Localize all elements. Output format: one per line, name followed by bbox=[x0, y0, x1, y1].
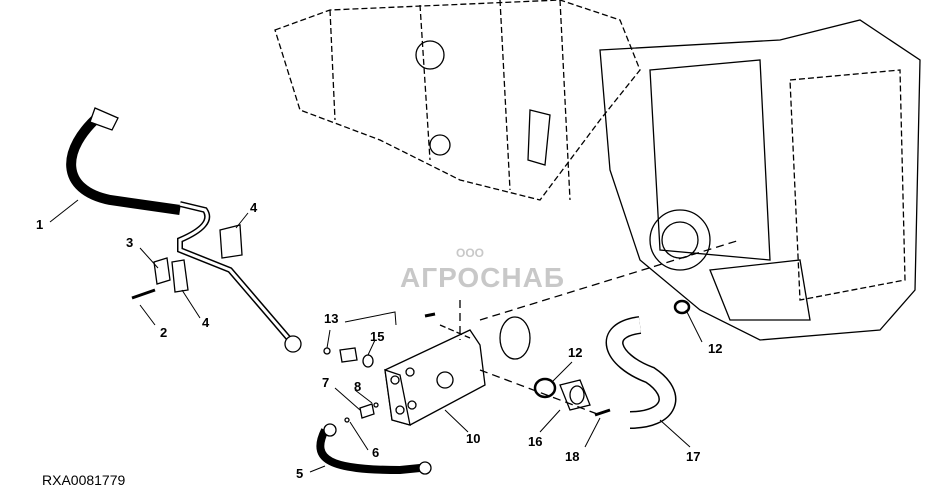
callout-7: 7 bbox=[322, 375, 330, 390]
callout-12: 12 bbox=[568, 345, 583, 360]
hose-5 bbox=[316, 423, 432, 475]
callout-4: 4 bbox=[250, 200, 258, 215]
callout-6: 6 bbox=[372, 445, 380, 460]
callout-3: 3 bbox=[126, 235, 134, 250]
callout-15: 15 bbox=[370, 329, 385, 344]
hose-1 bbox=[66, 107, 302, 353]
callout-18: 18 bbox=[565, 449, 580, 464]
callout-10: 10 bbox=[466, 431, 481, 446]
figure-id: RXA0081779 bbox=[42, 472, 126, 488]
callout-5: 5 bbox=[296, 466, 304, 481]
leader-lines bbox=[49, 199, 703, 473]
hose-17 bbox=[605, 316, 677, 429]
dashed-guides bbox=[459, 239, 741, 416]
watermark-logo: АГРОСНАБ bbox=[400, 262, 565, 293]
callout-2: 2 bbox=[160, 325, 168, 340]
callout-16: 16 bbox=[528, 434, 543, 449]
callout-12: 12 bbox=[708, 341, 723, 356]
callout-4: 4 bbox=[202, 315, 210, 330]
watermark-prefix: ООО bbox=[456, 246, 485, 260]
clamps bbox=[131, 224, 243, 300]
transmission-housing bbox=[274, 0, 921, 341]
callout-17: 17 bbox=[686, 449, 701, 464]
callout-1: 1 bbox=[36, 217, 44, 232]
callout-8: 8 bbox=[354, 379, 362, 394]
hydraulic-pump bbox=[384, 324, 486, 426]
callout-13: 13 bbox=[324, 311, 339, 326]
